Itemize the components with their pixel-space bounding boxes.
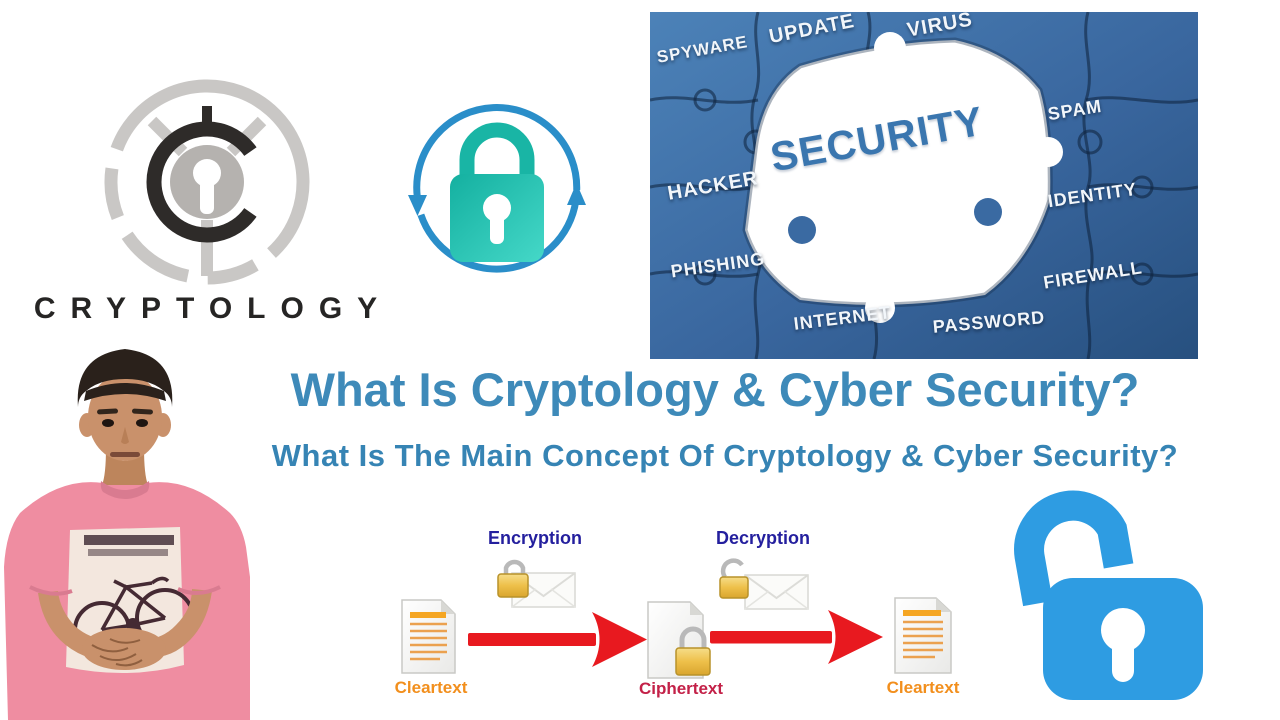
headline-secondary: What Is The Main Concept Of Cryptology &… bbox=[271, 438, 1179, 473]
encryption-diagram bbox=[401, 558, 952, 679]
security-puzzle-image bbox=[650, 12, 1198, 359]
arrow-down-head bbox=[408, 195, 427, 216]
cleartext-label-left: Cleartext bbox=[394, 678, 468, 697]
headline-primary: What Is Cryptology & Cyber Security? bbox=[290, 363, 1140, 416]
finger-lines bbox=[91, 638, 143, 667]
open-padlock-icon bbox=[1014, 490, 1203, 700]
cleartext-document-icon bbox=[894, 597, 952, 674]
cryptology-logo-icon bbox=[104, 79, 310, 285]
ciphertext-document-icon bbox=[647, 601, 711, 679]
padlock-envelope-icon bbox=[497, 559, 576, 608]
cleartext-document-icon bbox=[401, 599, 456, 674]
cryptology-wordmark: CRYPTOLOGY bbox=[33, 292, 393, 325]
red-arrow-icon bbox=[468, 612, 647, 667]
ciphertext-label: Ciphertext bbox=[638, 679, 724, 698]
decryption-label: Decryption bbox=[715, 528, 811, 548]
open-padlock-envelope-icon bbox=[719, 558, 809, 610]
arrow-up-head bbox=[567, 183, 586, 205]
red-arrow-icon bbox=[710, 610, 883, 664]
encryption-label: Encryption bbox=[487, 528, 582, 548]
cleartext-label-right: Cleartext bbox=[886, 678, 960, 697]
sync-lock-icon bbox=[408, 104, 586, 273]
presenter-photo bbox=[4, 349, 250, 720]
